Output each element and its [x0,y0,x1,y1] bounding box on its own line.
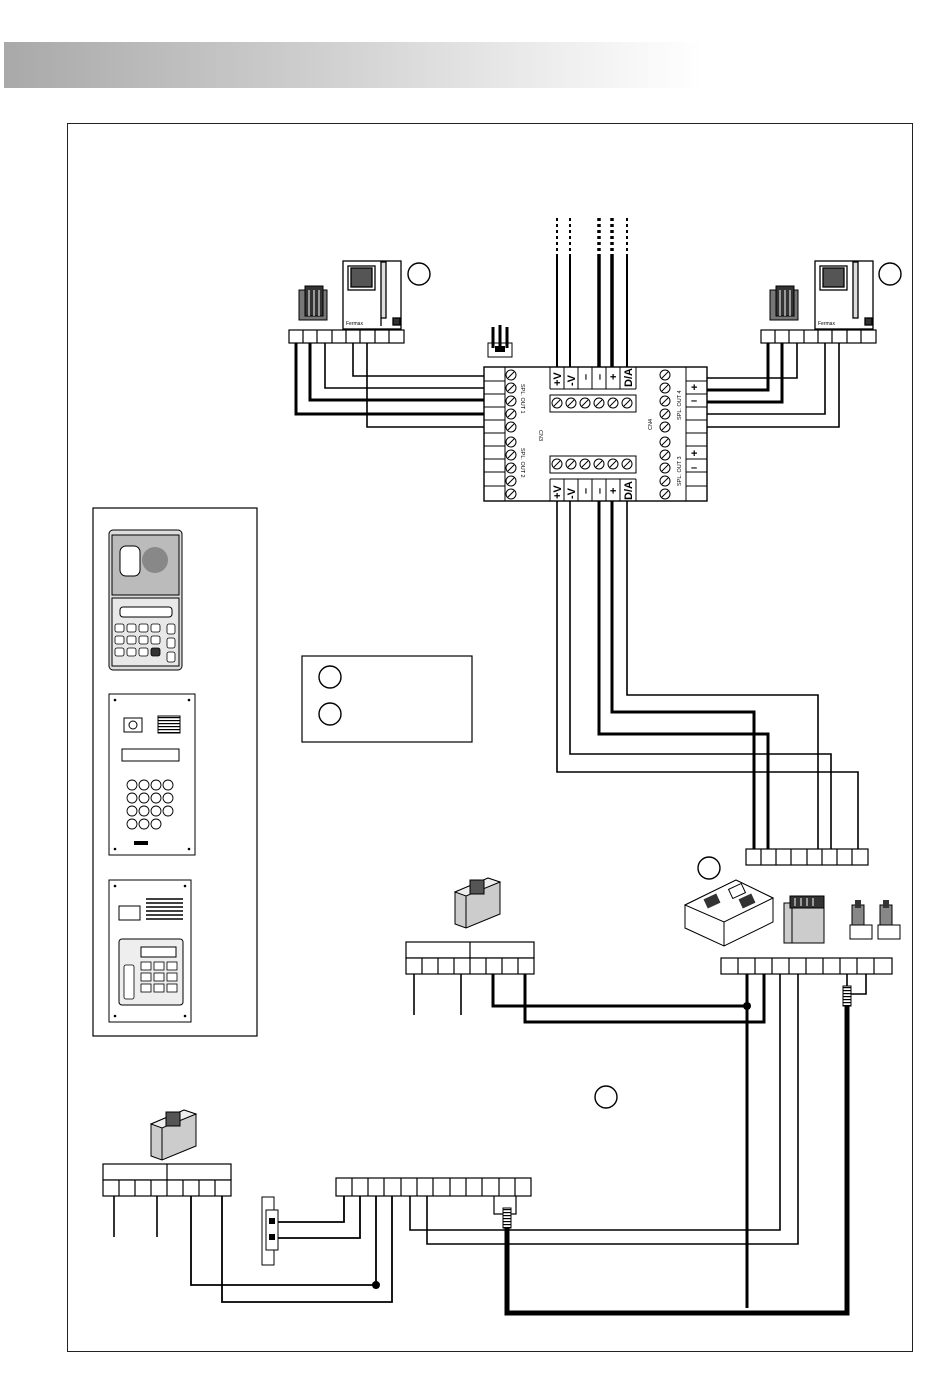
cn4-label: CN4 [648,419,654,430]
monitor-right-terminal-strip [761,330,876,343]
jumper-connector [488,325,512,357]
spl-out-3-label: SPL. OUT 3 [677,456,683,486]
callout-circle [698,857,720,879]
callout-circle [595,1086,617,1108]
mains-wires-bottom [114,1196,157,1237]
junction-dot [372,1281,380,1289]
din-module [784,896,824,943]
door-panel-cityline [109,530,182,670]
wires-distributor-down [557,501,858,849]
junction-strip [746,849,868,865]
wires-right-monitor [707,343,782,402]
wires-psu-to-panel [191,1196,392,1302]
spl-out-1-label: SPL. OUT 1 [519,384,525,414]
monitor-left-brand: Fermax [346,321,363,327]
bottom-terminal-label: +V [552,485,564,499]
monitor-left-terminal-strip [289,330,404,343]
out3-minus: – [691,462,697,474]
bottom-terminal-label: – [594,488,606,494]
door-panel-marine [109,880,191,1022]
top-terminal-label: + [608,374,620,380]
door-panels-box [93,508,257,1036]
top-terminal-label: +V [552,372,564,386]
bottom-terminal-label: + [608,488,620,494]
out3-plus: + [691,448,697,460]
bottom-terminal-label: – [580,488,592,494]
video-distributor: +V -V – – + D/A +V -V – – + D/A SPL. OUT… [484,367,707,501]
spl-out-4-label: SPL. OUT 4 [677,390,683,420]
wires-converter-thin [410,974,866,1244]
legend-box [302,656,472,742]
monitor-right-brand: Fermax [818,321,835,327]
callout-circle [879,263,901,285]
riser-cables [557,218,627,368]
mains-wires-middle [414,974,461,1015]
monitor-left-connector [299,286,327,320]
top-terminal-label: D/A [623,368,635,387]
door-lock [262,1197,278,1265]
bottom-terminal-label: -V [566,487,578,499]
wires-lock [278,1196,360,1238]
top-terminal-label: – [580,374,592,380]
wires-right-monitor-thin [707,343,839,427]
out4-plus: + [691,382,697,394]
out4-minus: – [691,395,697,407]
cn3-label: CN3 [537,430,543,441]
monitor-left [343,261,401,329]
top-terminal-label: – [594,374,606,380]
power-supply-bottom-terminals [103,1164,231,1196]
door-panel-skyline [109,694,195,855]
panel-terminal-strip [336,1178,531,1196]
callout-circle [408,263,430,285]
junction-dot [743,1002,751,1010]
top-terminal-label: -V [566,374,578,386]
bottom-terminal-label: D/A [623,481,635,500]
power-supply-middle [455,878,500,928]
wires-psu-to-converter [493,974,764,1308]
video-converter [685,880,773,946]
power-supply-middle-terminals [406,942,534,974]
power-supply-bottom [151,1110,196,1160]
converter-terminal-strip [721,958,892,974]
spl-out-2-label: SPL. OUT 2 [519,448,525,478]
jumper-pair [850,900,900,939]
monitor-right [815,261,873,329]
monitor-right-connector [770,286,798,320]
